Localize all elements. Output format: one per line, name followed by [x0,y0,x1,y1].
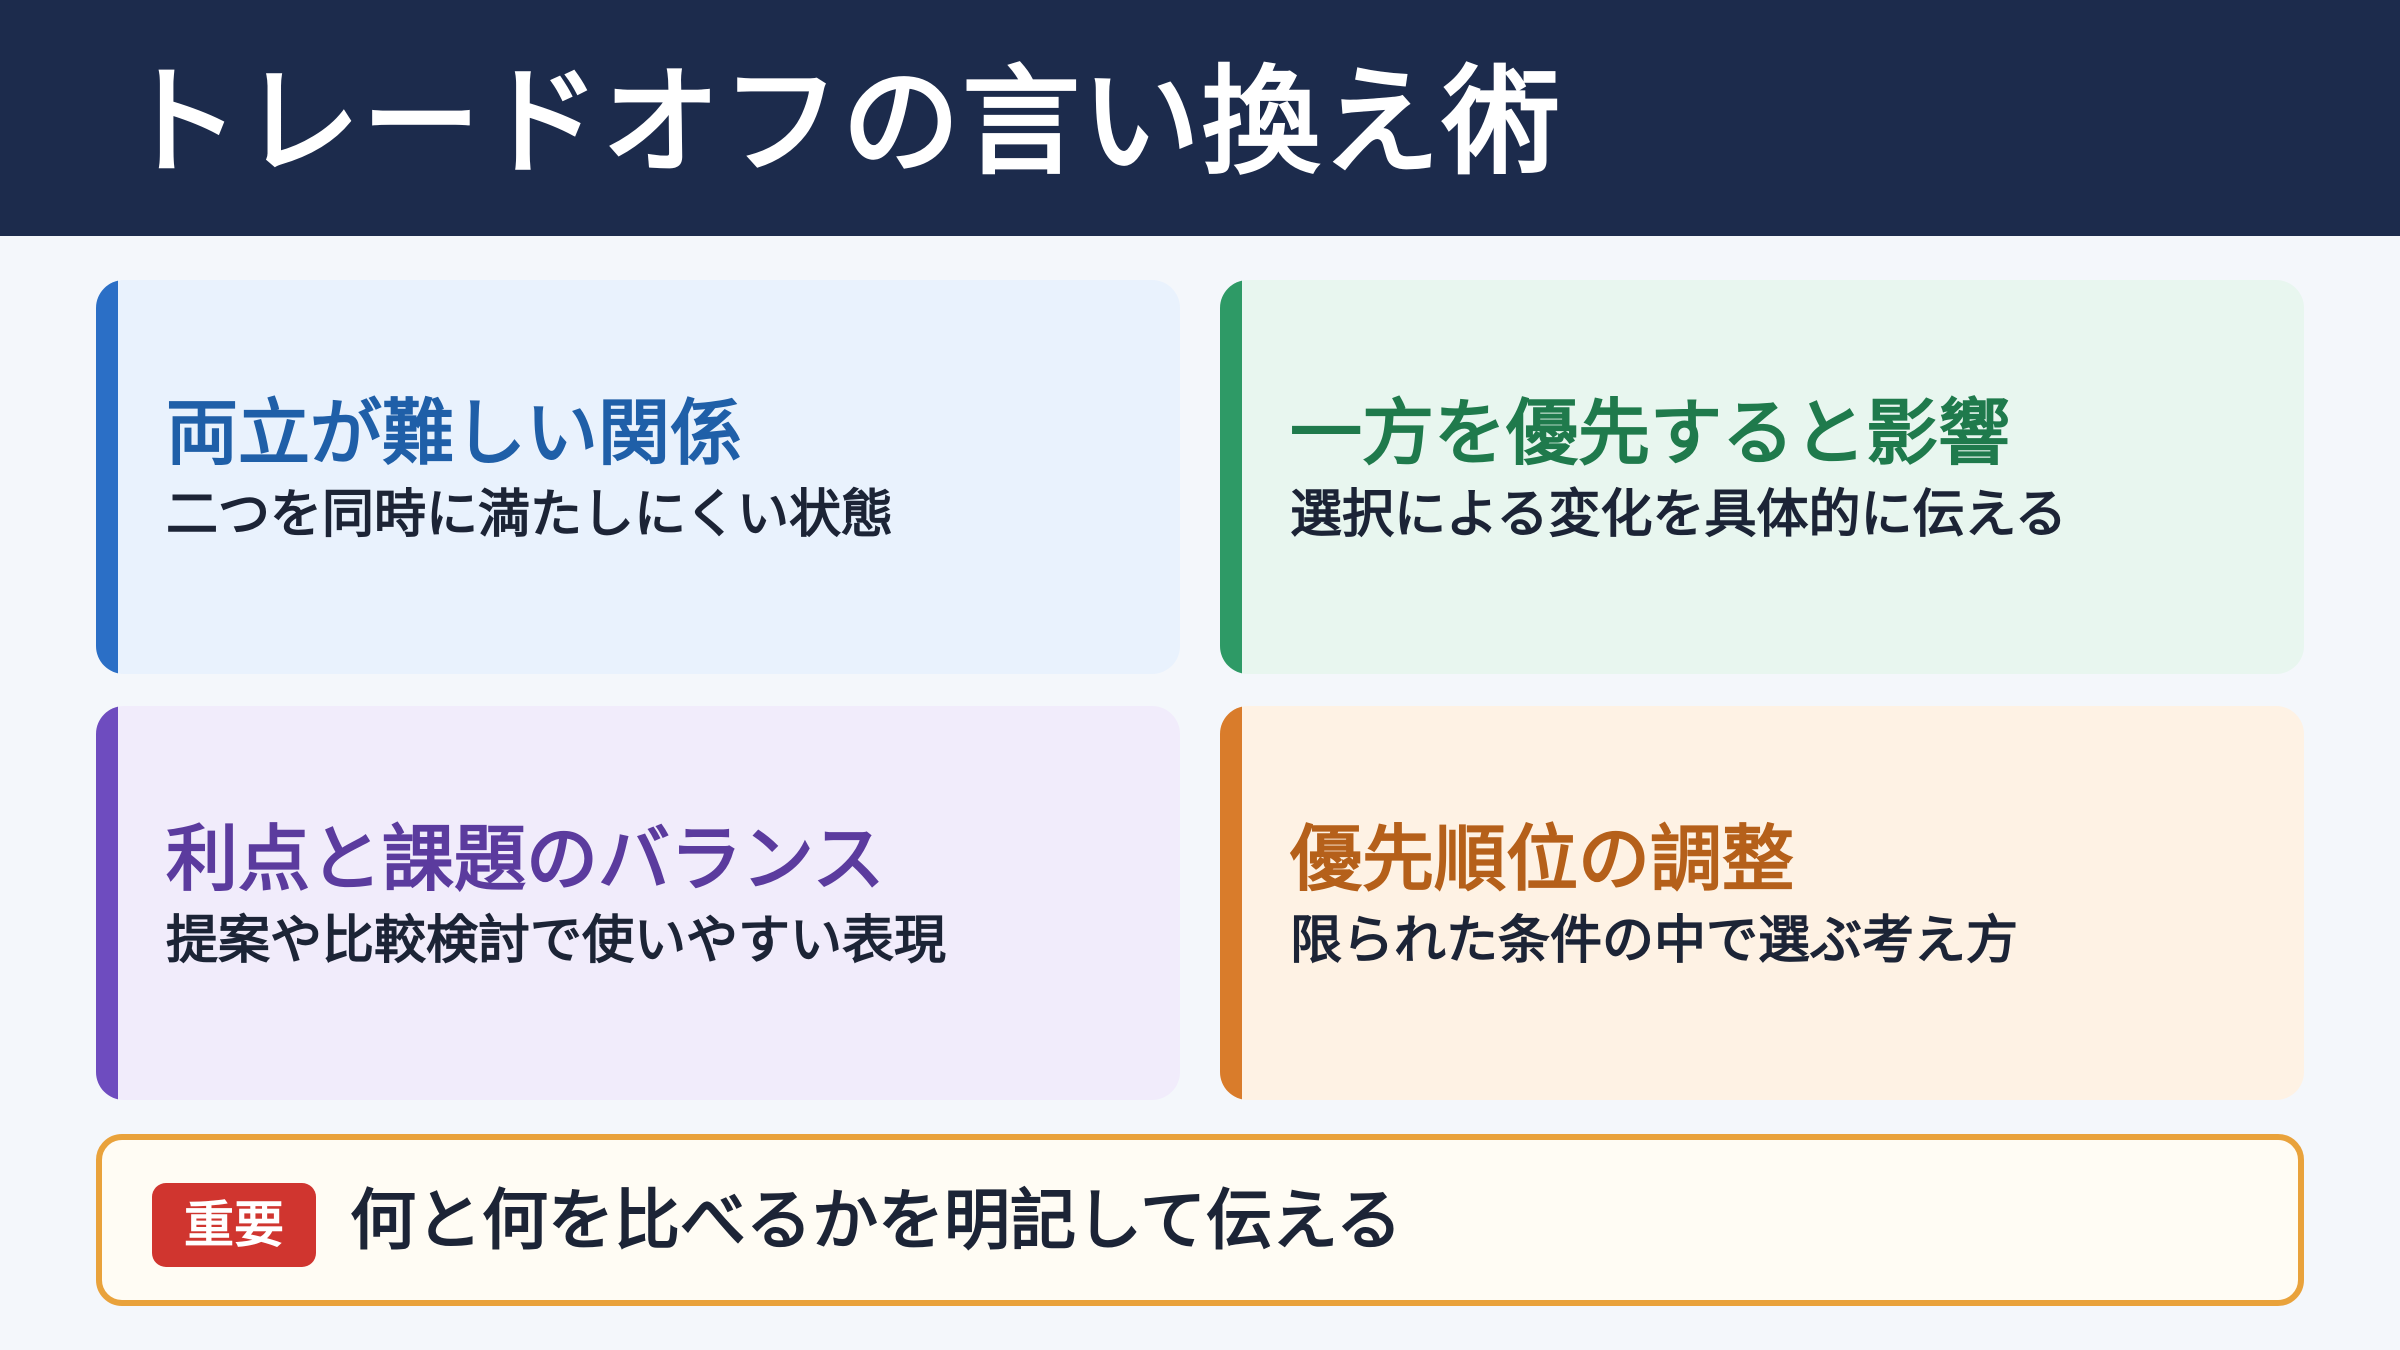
card-description: 選択による変化を具体的に伝える [1290,485,2067,545]
card-pros-cons-balance: 利点と課題のバランス 提案や比較検討で使いやすい表現 [96,706,1180,1100]
card-priority-impact: 一方を優先すると影響 選択による変化を具体的に伝える [1220,280,2304,674]
card-title: 両立が難しい関係 [166,391,743,475]
card-description: 二つを同時に満たしにくい状態 [166,485,893,545]
card-accent-bar [96,706,118,1100]
important-badge: 重要 [152,1183,316,1267]
card-accent-bar [96,280,118,674]
card-title: 優先順位の調整 [1290,817,1795,901]
page-title: トレードオフの言い換え術 [122,53,1563,191]
card-accent-bar [1220,280,1242,674]
important-callout: 重要 何と何を比べるかを明記して伝える [96,1134,2304,1306]
card-title: 一方を優先すると影響 [1290,391,2011,475]
card-incompatible-relation: 両立が難しい関係 二つを同時に満たしにくい状態 [96,280,1180,674]
callout-text: 何と何を比べるかを明記して伝える [350,1182,1403,1259]
card-accent-bar [1220,706,1242,1100]
card-description: 限られた条件の中で選ぶ考え方 [1290,911,2019,971]
card-priority-adjustment: 優先順位の調整 限られた条件の中で選ぶ考え方 [1220,706,2304,1100]
card-title: 利点と課題のバランス [166,817,885,901]
card-description: 提案や比較検討で使いやすい表現 [166,911,947,971]
header-banner: トレードオフの言い換え術 [0,0,2400,236]
